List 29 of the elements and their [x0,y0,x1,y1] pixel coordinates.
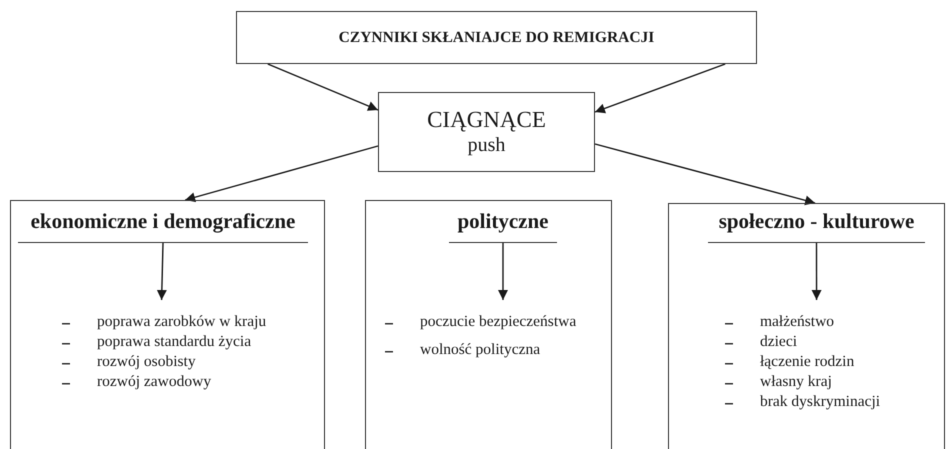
list-item: poczucie bezpieczeństwa [420,312,576,332]
list-item: rozwój zawodowy [97,372,212,392]
title-text: CZYNNIKI SKŁANIAJCE DO REMIGRACJI [338,28,654,46]
category-box [378,92,595,172]
arrow [812,243,822,300]
arrow [594,143,816,206]
column-panel [10,200,325,449]
category-subtitle: push [468,134,506,157]
title-box [236,11,757,64]
column-heading: społeczno - kulturowe [708,207,925,243]
category-title: CIĄGNĄCE [427,107,546,134]
column-heading: ekonomiczne i demograficzne [18,207,308,243]
list-item: wolność polityczna [420,340,540,360]
list-item: poprawa standardu życia [97,332,252,352]
list-item: rozwój osobisty [97,352,196,372]
arrow [498,243,508,300]
list-item: brak dyskryminacji [760,392,880,412]
arrow [268,63,378,111]
list-item: własny kraj [760,372,832,392]
arrow [594,63,726,114]
list-item: dzieci [760,332,798,352]
list-item: poprawa zarobków w kraju [97,312,266,332]
arrow [184,145,378,202]
list-item: łączenie rodzin [760,352,854,372]
arrow [156,242,167,300]
column-panel [365,200,612,449]
column-heading: polityczne [449,207,557,243]
list-item: małżeństwo [760,312,834,332]
column-panel [668,203,945,449]
